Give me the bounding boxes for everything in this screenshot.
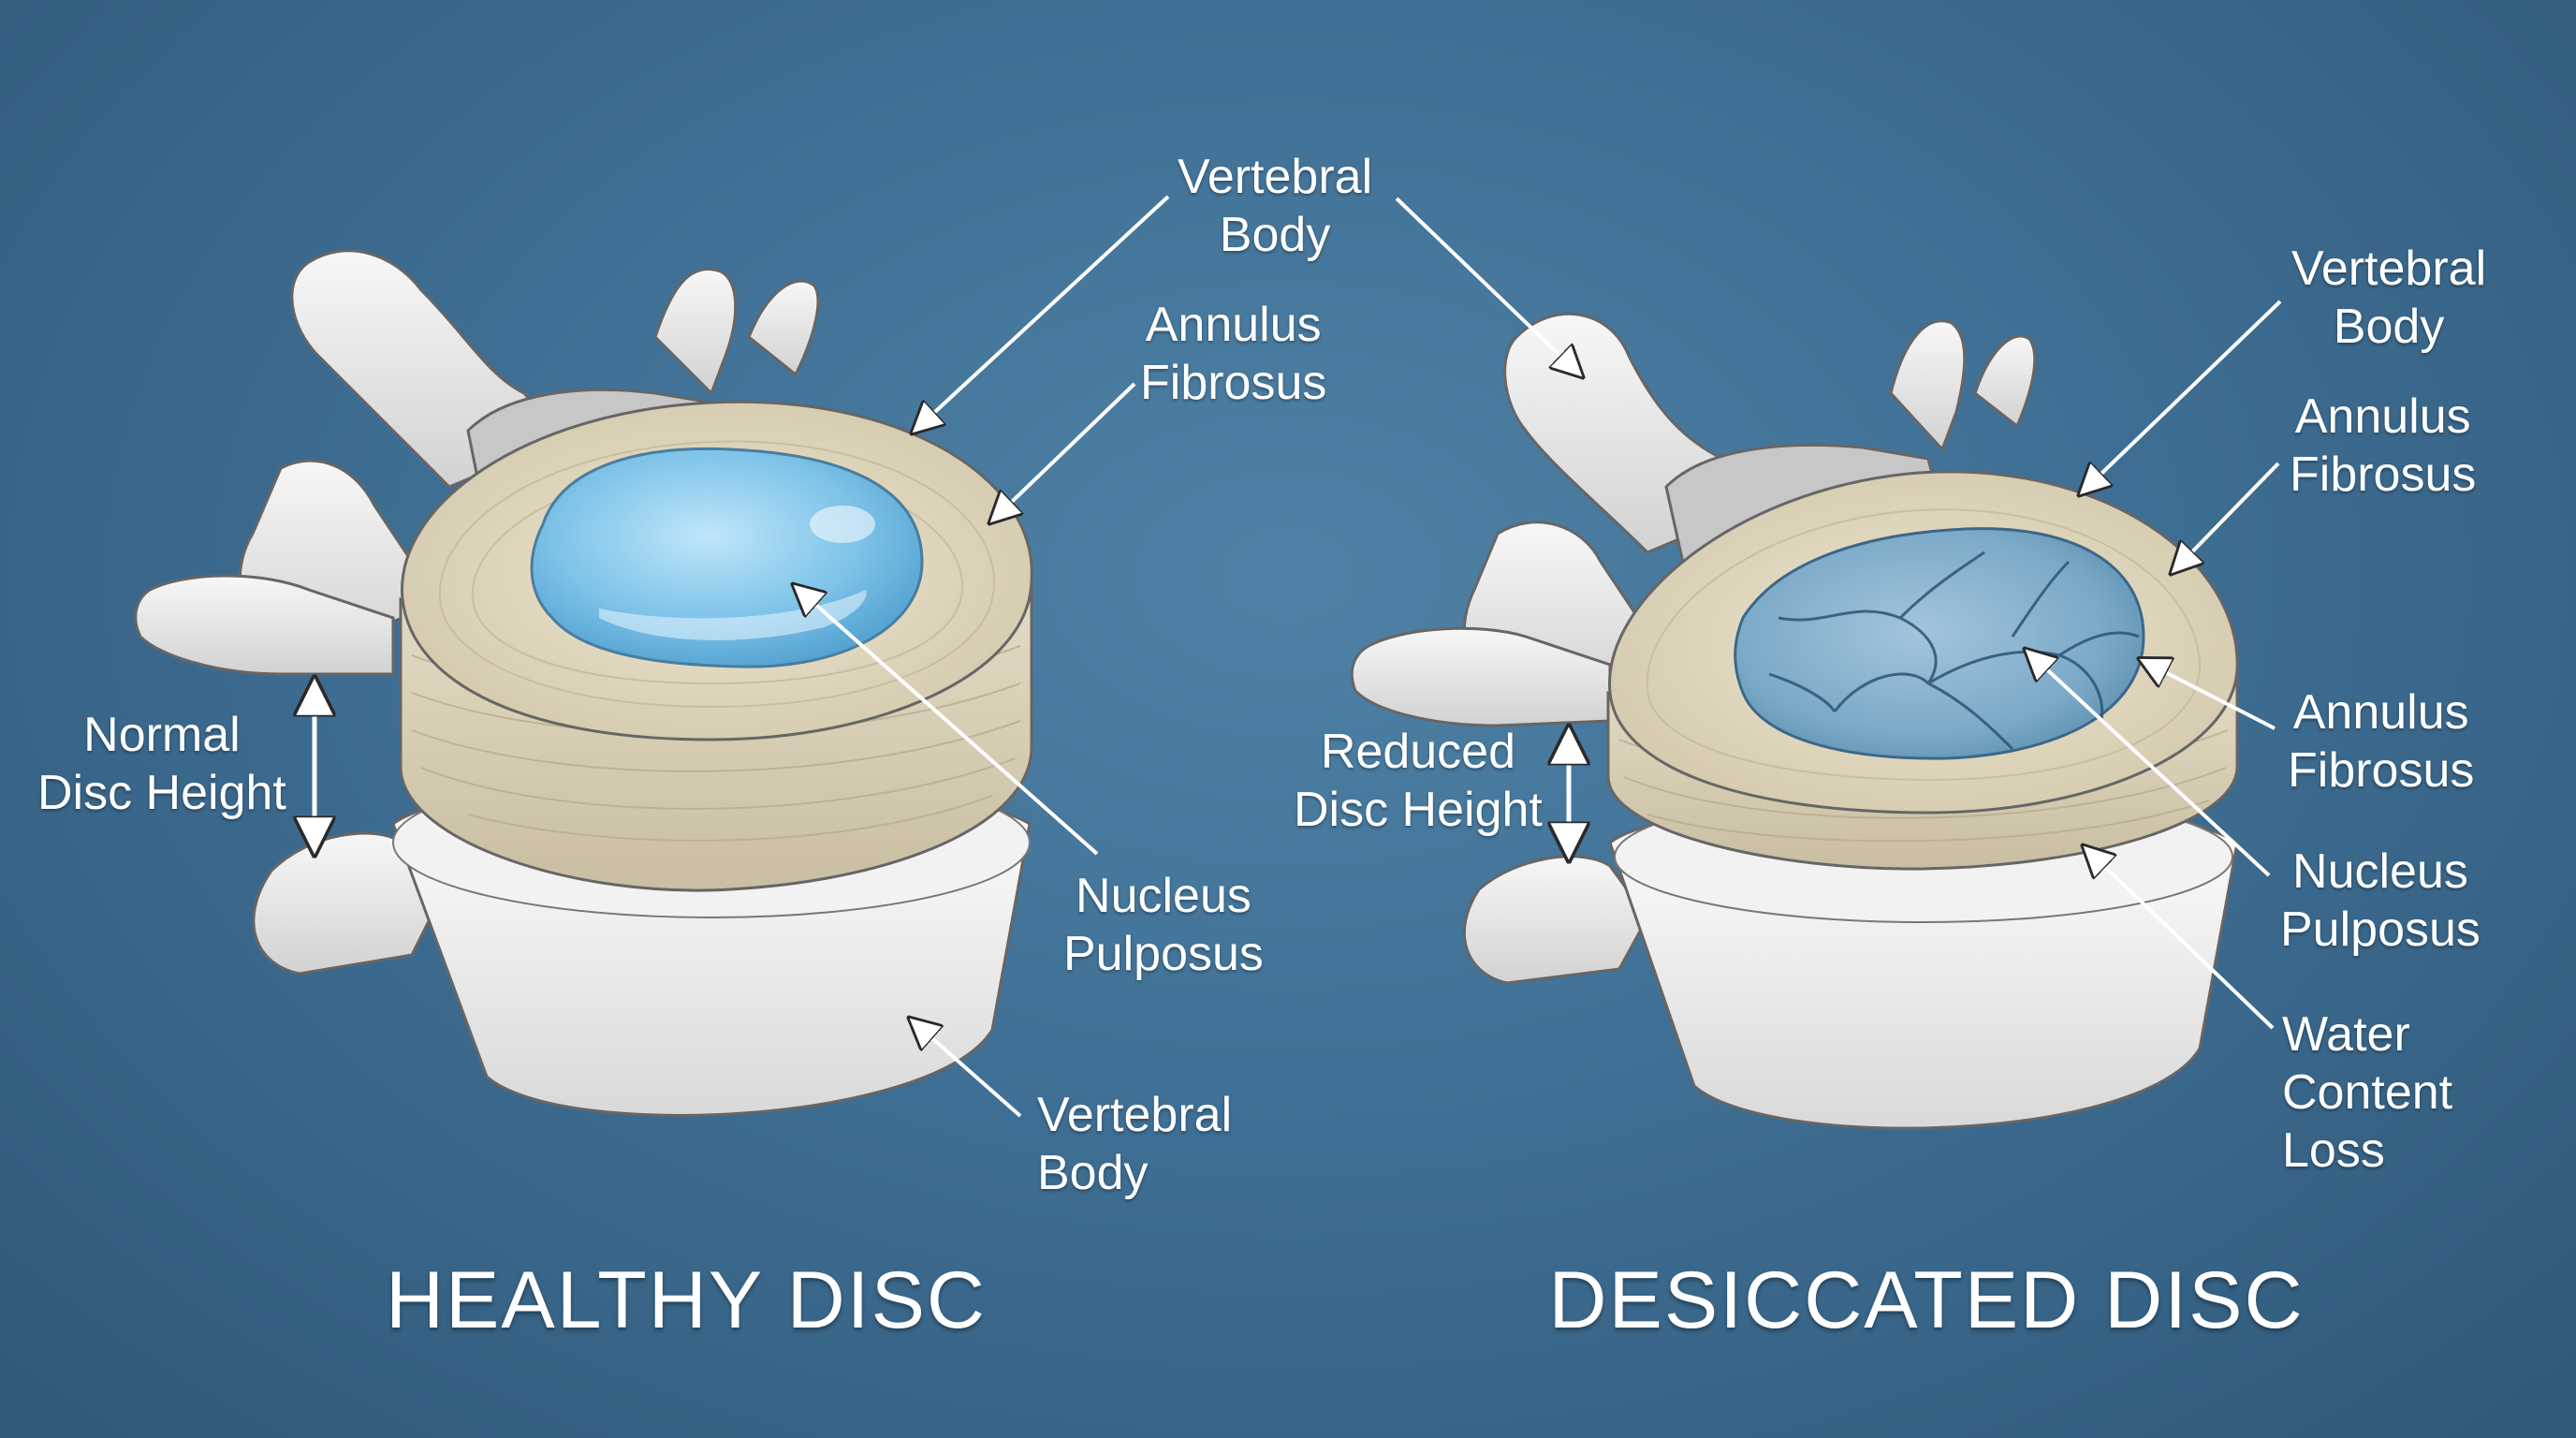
desiccated-inferior-process [1463,855,1649,985]
label-reduced-disc-height: Reduced Disc Height [1294,725,1543,837]
label-healthy-vertebral-body-top: Vertebral Body [1178,150,1373,262]
desiccated-superior-process [1889,319,1967,452]
desiccated-vertebral-body-arrow [2080,300,2282,494]
desiccated-transverse-process-left [1350,626,1612,727]
desiccated-nucleus-pulposus [1734,527,2145,760]
healthy-disc-illustration [134,195,1170,1118]
label-normal-disc-height: Normal Disc Height [37,708,286,820]
water-content-loss-arrow [2084,846,2275,1030]
desiccated-nucleus-pulposus-arrow [2026,650,2271,877]
healthy-transverse-process-left [134,574,395,676]
label-healthy-nucleus-pulposus: Nucleus Pulposus [1063,869,1264,981]
desiccated-annulus-fibrosus-top-arrow [2172,462,2280,573]
healthy-nucleus-pulposus-arrow [794,585,1099,856]
desiccated-superior-process-2 [1973,334,2037,429]
healthy-disc-title: HEALTHY DISC [385,1255,988,1345]
label-healthy-annulus-fibrosus: Annulus Fibrosus [1140,298,1327,410]
desiccated-vertebral-body-arrow-left [1395,197,1582,376]
desiccated-annulus-fibrosus-mid-arrow [2140,659,2276,730]
label-desiccated-annulus-fibrosus-top: Annulus Fibrosus [2290,389,2477,502]
label-healthy-vertebral-body-bottom: Vertebral Body [1037,1088,1233,1200]
healthy-superior-process-2 [747,279,820,377]
desiccated-disc-illustration [1350,197,2282,1130]
healthy-annulus-fibrosus-arrow [990,382,1136,522]
label-water-content-loss: Water Content Loss [2282,1007,2453,1178]
label-desiccated-annulus-fibrosus-mid: Annulus Fibrosus [2288,685,2475,798]
healthy-superior-process [653,268,738,396]
label-desiccated-vertebral-body: Vertebral Body [2291,242,2487,354]
healthy-vertebral-body-bottom-arrow [910,1019,1022,1118]
desiccated-disc-title: DESICCATED DISC [1548,1255,2305,1345]
healthy-vertebral-body-top-arrow [913,195,1170,433]
label-desiccated-nucleus-pulposus: Nucleus Pulposus [2280,844,2481,957]
